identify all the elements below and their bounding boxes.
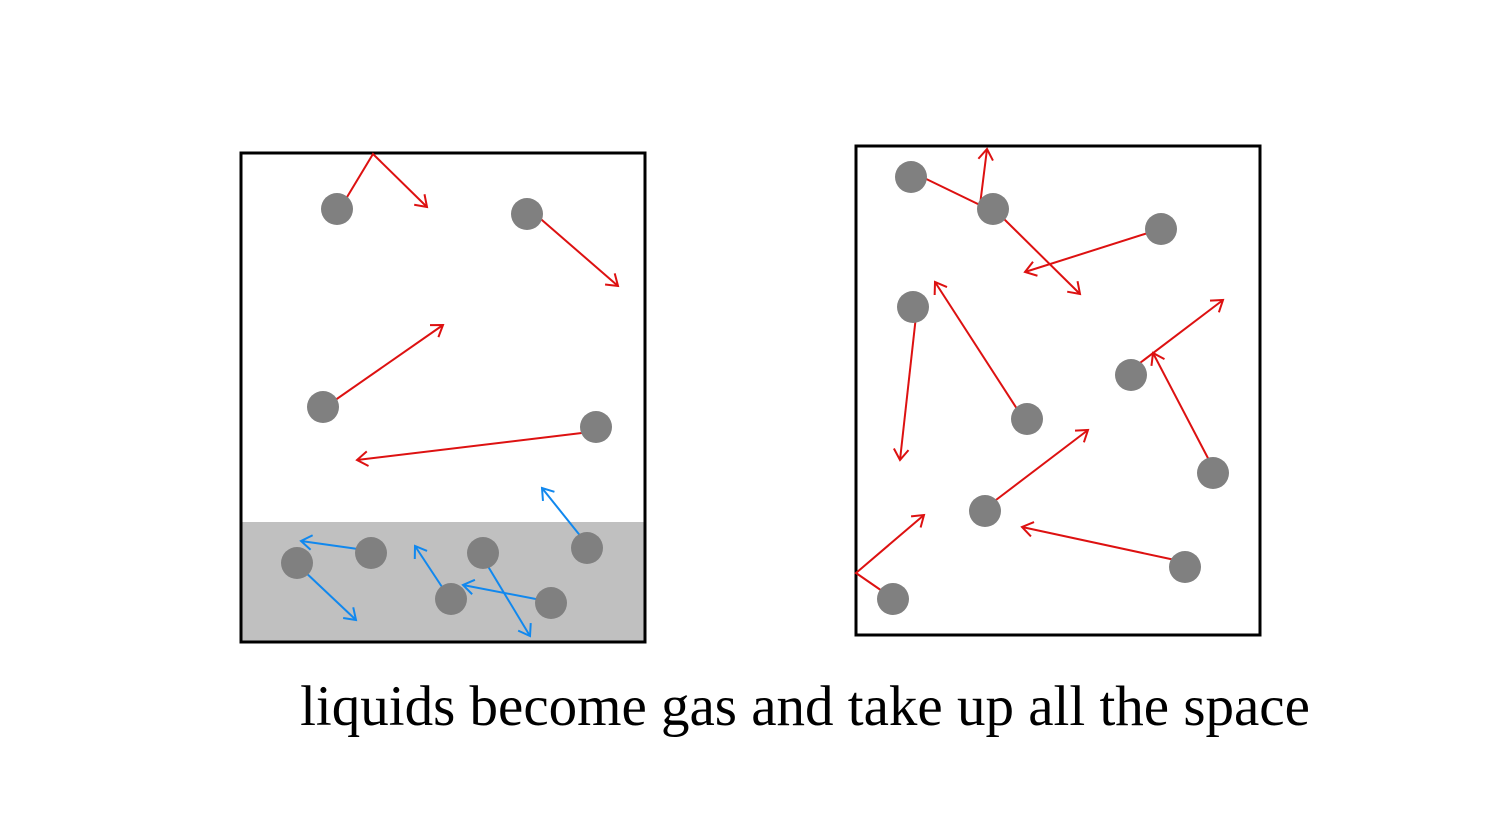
arrow-head-icon bbox=[355, 450, 369, 467]
gas-motion-arrow-icon bbox=[933, 280, 1020, 413]
arrow-head-icon bbox=[299, 534, 314, 551]
gas-particle-icon bbox=[1169, 551, 1201, 583]
arrow-shaft bbox=[1152, 352, 1211, 463]
arrow-shaft bbox=[1024, 231, 1152, 273]
liquid-particle-icon bbox=[467, 537, 499, 569]
gas-particle-icon bbox=[321, 193, 353, 225]
arrow-head-icon bbox=[343, 607, 358, 622]
arrow-shaft bbox=[300, 540, 366, 551]
arrow-head-icon bbox=[893, 448, 910, 462]
gas-motion-arrow-icon bbox=[893, 315, 917, 462]
arrow-head-icon bbox=[604, 273, 620, 288]
arrow-head-icon bbox=[1150, 351, 1165, 367]
liquid-motion-arrow-icon bbox=[485, 562, 532, 638]
gas-motion-arrow-icon bbox=[534, 213, 620, 288]
arrow-shaft bbox=[1021, 526, 1176, 561]
arrow-shaft bbox=[414, 545, 447, 594]
gas-motion-arrow-icon bbox=[334, 152, 429, 218]
gas-particle-icon bbox=[895, 161, 927, 193]
diagram-caption: liquids become gas and take up all the s… bbox=[300, 675, 1310, 738]
gas-motion-arrow-icon bbox=[1150, 351, 1211, 463]
left-container bbox=[239, 151, 647, 644]
liquid-motion-arrow-icon bbox=[461, 578, 542, 601]
arrow-head-icon bbox=[1023, 261, 1038, 277]
gas-particle-icon bbox=[977, 193, 1009, 225]
arrow-shaft bbox=[334, 152, 428, 218]
arrow-shaft bbox=[899, 315, 917, 461]
liquid-particle-icon bbox=[435, 583, 467, 615]
arrow-head-icon bbox=[933, 280, 948, 296]
gas-particle-icon bbox=[307, 391, 339, 423]
arrow-head-icon bbox=[413, 544, 428, 560]
gas-motion-arrow-icon bbox=[854, 513, 926, 594]
arrow-shaft bbox=[934, 281, 1020, 413]
arrow-head-icon bbox=[1067, 281, 1082, 296]
gas-particle-icon bbox=[1011, 403, 1043, 435]
gas-motion-arrow-icon bbox=[917, 147, 994, 207]
gas-particle-icon bbox=[1115, 359, 1147, 391]
arrow-shaft bbox=[1135, 299, 1224, 367]
liquid-particle-icon bbox=[355, 537, 387, 569]
arrow-head-icon bbox=[414, 194, 429, 209]
arrow-shaft bbox=[462, 584, 542, 601]
gas-motion-arrow-icon bbox=[1002, 217, 1082, 296]
arrow-shaft bbox=[356, 431, 591, 461]
arrow-shaft bbox=[1002, 217, 1081, 295]
gas-particle-icon bbox=[877, 583, 909, 615]
left-container-outline bbox=[239, 151, 647, 644]
arrow-shaft bbox=[330, 324, 444, 404]
gas-motion-arrow-icon bbox=[991, 428, 1090, 504]
arrow-head-icon bbox=[910, 513, 926, 528]
gas-particle-icon bbox=[1197, 457, 1229, 489]
gas-particle-icon bbox=[969, 495, 1001, 527]
arrow-shaft bbox=[485, 562, 531, 637]
gas-particle-icon bbox=[511, 198, 543, 230]
arrow-shaft bbox=[854, 514, 925, 594]
arrow-shaft bbox=[302, 569, 357, 621]
gas-motion-arrow-icon bbox=[330, 323, 445, 404]
arrow-head-icon bbox=[429, 323, 445, 338]
arrow-head-icon bbox=[1209, 298, 1225, 313]
right-container bbox=[854, 144, 1262, 637]
liquid-motion-arrow-icon bbox=[413, 544, 447, 594]
gas-motion-arrow-icon bbox=[1135, 298, 1225, 367]
gas-motion-arrow-icon bbox=[1020, 521, 1176, 561]
arrow-shaft bbox=[991, 429, 1089, 504]
arrow-shaft bbox=[917, 148, 988, 207]
gas-particle-icon bbox=[897, 291, 929, 323]
gas-particle-icon bbox=[1145, 213, 1177, 245]
arrow-head-icon bbox=[1020, 521, 1035, 538]
gas-particle-icon bbox=[580, 411, 612, 443]
liquid-particle-icon bbox=[281, 547, 313, 579]
arrow-shaft bbox=[534, 213, 619, 287]
liquid-motion-arrow-icon bbox=[302, 569, 358, 622]
arrow-head-icon bbox=[461, 578, 476, 595]
arrow-head-icon bbox=[1074, 428, 1090, 443]
gas-motion-arrow-icon bbox=[355, 431, 591, 467]
liquid-particle-icon bbox=[571, 532, 603, 564]
arrow-head-icon bbox=[517, 622, 532, 638]
gas-motion-arrow-icon bbox=[1023, 231, 1152, 277]
liquid-particle-icon bbox=[535, 587, 567, 619]
arrow-head-icon bbox=[540, 486, 555, 502]
right-container-outline bbox=[854, 144, 1262, 637]
liquid-motion-arrow-icon bbox=[299, 534, 366, 551]
arrow-head-icon bbox=[977, 147, 994, 162]
